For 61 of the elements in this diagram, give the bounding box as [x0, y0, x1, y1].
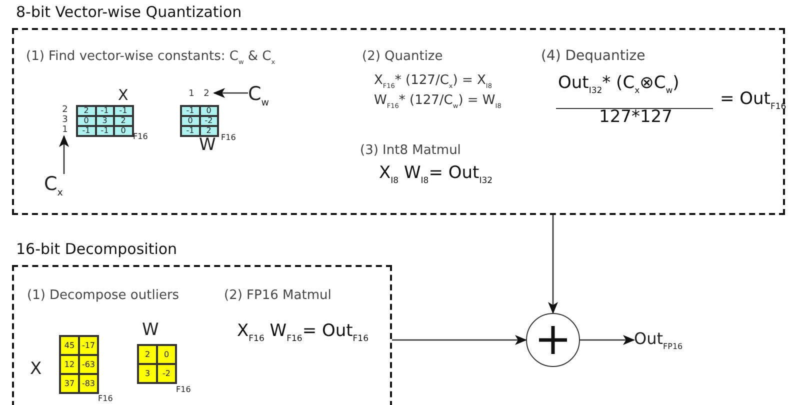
constant-label: C$_{x}$: [44, 174, 63, 200]
matrix-cell: 3: [138, 364, 157, 383]
dtype-label: F16: [176, 385, 191, 394]
formula: X$_{I8}$ W$_{I8}$= Out$_{I32}$: [379, 164, 493, 187]
matrix-cell: 2: [138, 345, 157, 364]
step-label: (3) Int8 Matmul: [360, 144, 461, 159]
scale-value: 3: [62, 116, 68, 125]
step-label: (1) Find vector-wise constants: C$_{w}$ & C$_{x}$: [26, 50, 276, 66]
constant-label: C$_{w}$: [248, 84, 270, 110]
matrix-cell: -1: [181, 106, 200, 116]
section-title: 8-bit Vector-wise Quantization: [16, 4, 242, 22]
dtype-label: F16: [98, 394, 113, 404]
matrix-cell: 0: [157, 345, 176, 364]
scale-value: 1: [188, 90, 194, 98]
matrix-label: W: [199, 136, 216, 156]
formula: X$_{F16}$ W$_{F16}$= Out$_{F16}$: [237, 322, 368, 345]
matrix-cell: 45: [60, 336, 79, 355]
matrix-cell: 0: [200, 106, 218, 116]
matrix-cell: 0: [114, 126, 132, 136]
matrix-cell: -17: [79, 336, 98, 355]
matrix-cell: 3: [96, 116, 114, 126]
dtype-label: F16: [133, 132, 148, 142]
step-label: (1) Decompose outliers: [27, 289, 180, 304]
matrix-label: X: [118, 87, 128, 104]
matrix-cell: 2: [114, 116, 132, 126]
matrix-cell: -83: [79, 374, 98, 393]
matrix-cell: 12: [60, 355, 79, 374]
matrix-cell: 2: [77, 106, 96, 116]
section-title: 16-bit Decomposition: [16, 241, 178, 258]
matrix-cell: -2: [200, 116, 218, 126]
matrix-cell: 0: [77, 116, 96, 126]
matrix-cell: -1: [114, 106, 132, 116]
arrow: [580, 335, 635, 345]
scale-value: 1: [62, 126, 68, 136]
matrix-cell: -2: [157, 364, 176, 383]
arrow: [59, 135, 69, 174]
scale-value: 2: [204, 90, 210, 98]
arrow: [548, 215, 558, 314]
step-label: (4) Dequantize: [541, 48, 646, 64]
matrix-cell: -63: [79, 355, 98, 374]
formula: 127*127: [599, 108, 672, 128]
formula: X$_{F16}$* (127/C$_{x}$) = X$_{I8}$: [374, 74, 492, 90]
matrix-cell: 0: [181, 116, 200, 126]
scale-value: 2: [62, 106, 68, 115]
matrix-cell: 2: [200, 126, 218, 136]
arrow: [213, 88, 248, 98]
step-label: (2) Quantize: [362, 50, 443, 65]
matrix-cell: 37: [60, 374, 79, 393]
matrix-cell: -1: [77, 126, 96, 136]
formula: W$_{F16}$* (127/C$_{w}$) = W$_{I8}$: [374, 94, 502, 110]
matrix-label: X: [30, 360, 42, 380]
step-label: (2) FP16 Matmul: [224, 289, 332, 304]
formula: Out$_{I32}$* (C$_{x}$⊗C$_{w}$): [558, 74, 680, 97]
sum-circle: [526, 313, 580, 367]
matrix-label: W: [142, 321, 159, 341]
output-label: Out$_{FP16}$: [634, 330, 683, 351]
matrix-cell: -1: [96, 126, 114, 136]
matrix-cell: -1: [181, 126, 200, 136]
dtype-label: F16: [221, 133, 236, 142]
arrow: [392, 335, 527, 345]
matrix-cell: -1: [96, 106, 114, 116]
